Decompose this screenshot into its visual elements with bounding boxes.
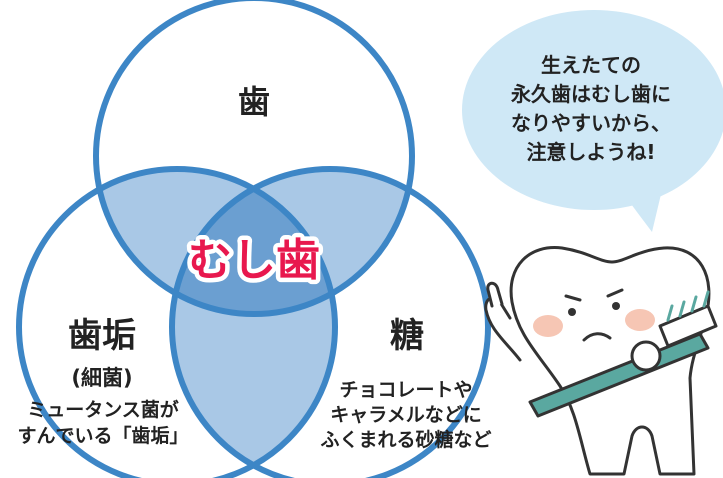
overlap-center (172, 169, 335, 314)
label-plaque: 歯垢 (68, 316, 136, 356)
label-cavity: むし歯 (188, 235, 320, 286)
sugar-desc-line-1: チョコレートや (339, 379, 472, 401)
circle-plaque (16, 166, 338, 478)
speech-line-4: 注意しようね! (526, 140, 655, 164)
speech-line-2: 永久歯はむし歯に (510, 82, 671, 106)
sugar-desc-line-2: キャラメルなどに (330, 404, 481, 426)
sugar-desc-line-3: ふくまれる砂糖など (320, 428, 491, 451)
circle-teeth (93, 0, 415, 317)
plaque-desc-line-2: すんでいる「歯垢」 (17, 424, 188, 447)
label-plaque-sub: (細菌) (71, 366, 132, 390)
tooth-character-with-toothbrush-icon (484, 246, 718, 476)
circle-sugar (169, 166, 491, 478)
speech-line-3: なりやすいから、 (511, 111, 671, 135)
label-sugar: 糖 (390, 316, 424, 356)
label-teeth: 歯 (238, 83, 270, 121)
speech-bubble: 生えたての 永久歯はむし歯に なりやすいから、 注意しようね! (462, 10, 723, 232)
speech-line-1: 生えたての (541, 53, 641, 77)
plaque-desc-line-1: ミュータンス菌が (27, 398, 179, 421)
